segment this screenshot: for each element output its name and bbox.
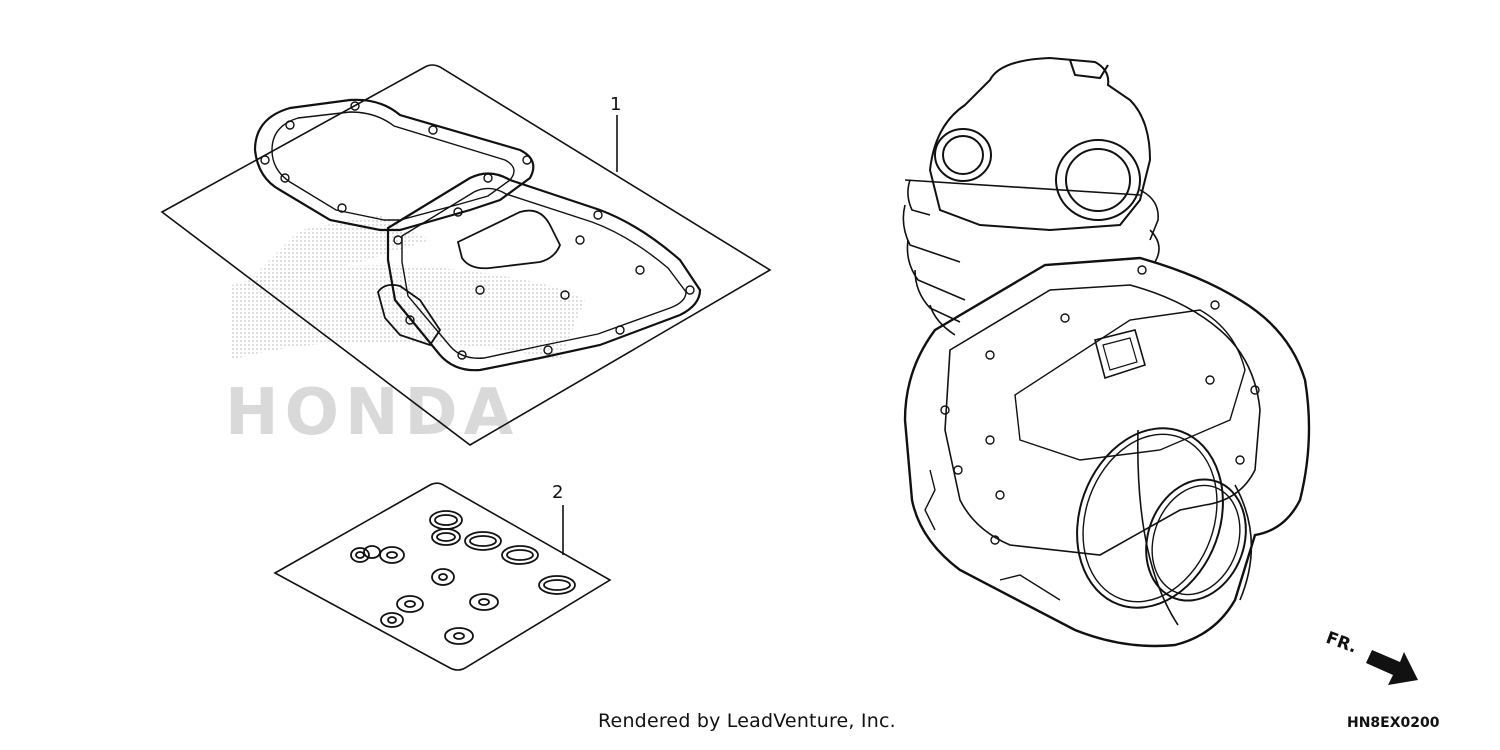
callout-2[interactable]: 2 bbox=[552, 482, 564, 503]
engine-intake-port bbox=[934, 128, 992, 182]
gasket-kit-b[interactable] bbox=[273, 482, 612, 671]
kit-b-card bbox=[273, 482, 612, 671]
engine-port-gasket bbox=[1094, 329, 1146, 380]
engine-crankcase bbox=[903, 256, 1311, 648]
honda-wing-watermark bbox=[232, 215, 585, 360]
kit-a-bolt-holes bbox=[260, 101, 695, 360]
render-credit: Rendered by LeadVenture, Inc. bbox=[598, 710, 896, 732]
engine-bolt-holes bbox=[940, 265, 1260, 545]
kit-a-side-gasket bbox=[377, 283, 442, 347]
gasket-kit-a[interactable] bbox=[160, 64, 772, 446]
front-arrow-icon bbox=[1366, 650, 1418, 685]
kit-b-seals bbox=[350, 510, 576, 645]
callout-1[interactable]: 1 bbox=[610, 94, 622, 115]
diagram-code: HN8EX0200 bbox=[1347, 715, 1440, 731]
engine-cylinder-fins bbox=[902, 179, 1160, 336]
kit-a-base-gasket bbox=[386, 172, 702, 372]
kit-a-cover-gasket bbox=[253, 98, 535, 232]
engine-oil-seal-inner bbox=[1145, 478, 1247, 602]
kit-a-inner-gasket bbox=[456, 209, 561, 270]
engine-assembly bbox=[902, 56, 1311, 648]
engine-oil-seal-outer bbox=[1076, 427, 1224, 609]
honda-watermark: HONDA bbox=[225, 376, 520, 450]
engine-exhaust-port bbox=[1055, 139, 1141, 221]
engine-cylinder-head bbox=[928, 56, 1152, 232]
kit-a-card bbox=[160, 64, 772, 446]
